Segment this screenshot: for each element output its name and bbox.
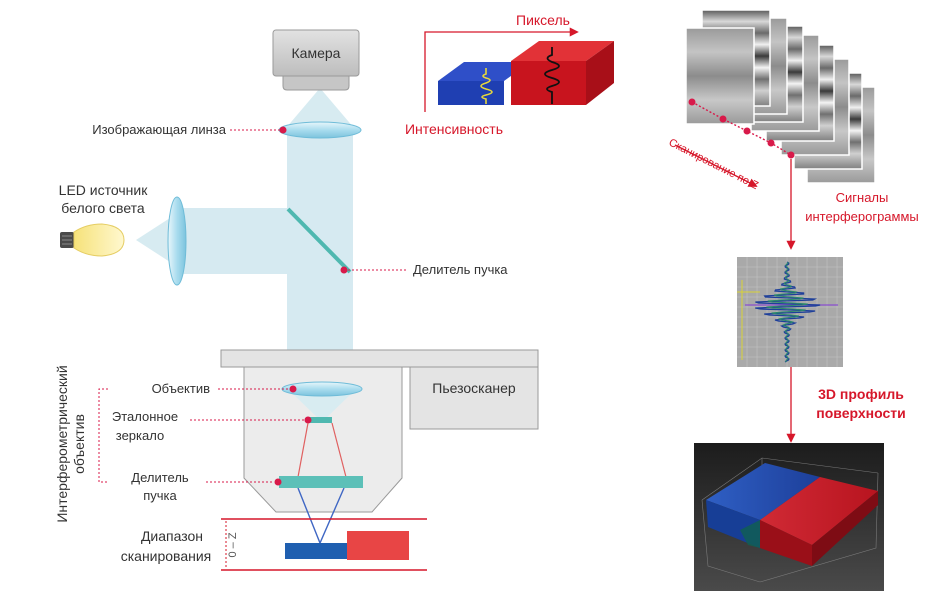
reference-mirror xyxy=(309,417,332,423)
reference-mirror-label-line1: Эталонное xyxy=(112,409,178,424)
vertical-beam xyxy=(286,88,354,370)
pixel-label: Пиксель xyxy=(516,12,570,28)
camera-label: Камера xyxy=(292,45,341,61)
imaging-lens-dot xyxy=(279,126,287,134)
objective-cone xyxy=(292,393,352,422)
signals-label-line2: интерферограммы xyxy=(805,209,919,224)
intensity-label: Интенсивность xyxy=(405,121,503,137)
imaging-lens xyxy=(278,121,362,139)
bottom-beam-splitter-label-line1: Делитель xyxy=(131,470,189,485)
top-beam-splitter-label: Делитель пучка xyxy=(413,262,508,277)
collimating-lens xyxy=(167,196,187,286)
objective-label: Объектив xyxy=(152,381,211,396)
camera: Камера xyxy=(272,29,360,91)
interf-objective-bracket xyxy=(98,388,108,483)
objective-housing xyxy=(243,366,403,513)
piezo-label: Пьезосканер xyxy=(432,380,516,396)
sample-blue-block xyxy=(285,543,347,559)
surface-profile-3d xyxy=(694,443,884,591)
sample-red-block xyxy=(347,531,409,560)
pixel-axis xyxy=(424,27,579,112)
reference-mirror-label-line2: зеркало xyxy=(116,428,164,443)
imaging-lens-label: Изображающая линза xyxy=(92,122,227,137)
interferogram-signal-plot xyxy=(737,257,843,367)
top-beam-splitter xyxy=(286,207,352,274)
signals-label-line1: Сигналы xyxy=(836,190,889,205)
led-bulb-icon xyxy=(60,223,125,257)
reference-mirror-dot xyxy=(304,416,312,424)
piezo-scanner: Пьезосканер xyxy=(220,349,539,430)
profile-label-line2: поверхности xyxy=(816,405,905,421)
led-label-line2: белого света xyxy=(61,200,145,216)
objective-dot xyxy=(289,385,297,393)
pixel-blocks xyxy=(438,41,614,105)
top-beam-splitter-dot xyxy=(340,266,348,274)
z-range-marker: 0 ‒ Z xyxy=(227,532,239,557)
z-scan-label: Сканирование по Z xyxy=(667,137,761,193)
scan-range-label-line2: сканирования xyxy=(121,548,212,564)
bottom-beam-splitter-label-line2: пучка xyxy=(143,488,177,503)
bottom-beam-splitter-dot xyxy=(274,478,282,486)
scan-range-label-line1: Диапазон xyxy=(141,528,203,544)
interferogram-stack xyxy=(685,9,876,184)
profile-label-line1: 3D профиль xyxy=(818,386,904,402)
interf-objective-label-line1: Интерферометрический xyxy=(54,365,70,522)
interf-objective-label-line2: объектив xyxy=(71,414,87,474)
horizontal-beam xyxy=(136,208,287,274)
led-label-line1: LED источник xyxy=(59,182,149,198)
z-scan-arrow xyxy=(674,144,758,187)
bottom-beam-splitter xyxy=(279,476,363,488)
